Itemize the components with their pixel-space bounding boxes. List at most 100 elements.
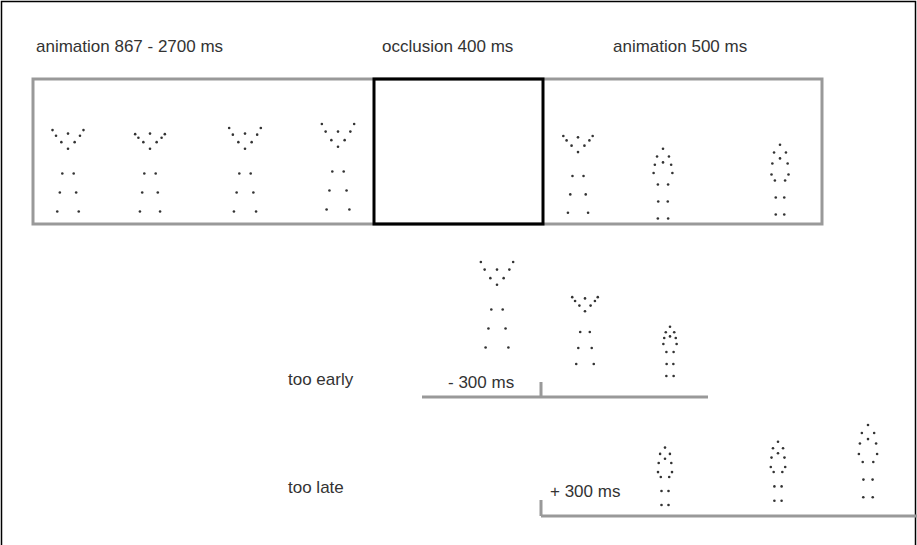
light-point: [660, 476, 663, 479]
light-point: [348, 208, 351, 211]
light-point: [657, 217, 660, 220]
light-point: [331, 170, 334, 173]
light-point: [583, 144, 586, 147]
light-point: [773, 485, 776, 488]
walker-frame: [562, 135, 594, 214]
light-point: [244, 148, 247, 151]
light-point: [664, 446, 667, 449]
light-point: [665, 375, 668, 378]
light-point: [657, 200, 660, 203]
light-point: [780, 500, 783, 503]
walker-frame: [228, 127, 262, 213]
light-point: [663, 337, 666, 340]
light-point: [562, 135, 565, 138]
light-point: [79, 134, 82, 137]
light-point: [862, 478, 865, 481]
light-point: [160, 136, 163, 139]
walker-frame: [571, 296, 599, 365]
light-point: [134, 133, 137, 136]
light-point: [657, 471, 660, 474]
light-point: [594, 300, 597, 303]
light-point: [664, 458, 667, 461]
walker-frame: [652, 148, 673, 220]
light-point: [232, 133, 235, 136]
light-point: [773, 151, 776, 154]
light-point: [255, 210, 258, 213]
light-point: [783, 456, 786, 459]
light-point: [772, 447, 775, 450]
phase-label: animation 500 ms: [613, 37, 747, 57]
light-point: [484, 346, 487, 349]
light-point: [673, 331, 676, 334]
light-point: [657, 183, 660, 186]
light-point: [783, 213, 786, 216]
light-point: [51, 129, 54, 132]
light-point: [662, 148, 665, 151]
offset-label: + 300 ms: [550, 482, 620, 502]
light-point: [779, 144, 782, 147]
light-point: [787, 173, 790, 176]
tick-early: [540, 382, 543, 397]
walker-frame: [770, 144, 790, 216]
light-point: [249, 172, 252, 175]
condition-label: too early: [288, 370, 353, 390]
light-point: [570, 144, 573, 147]
light-point: [141, 191, 144, 194]
light-point: [781, 471, 784, 474]
light-point: [675, 343, 678, 346]
light-point: [330, 139, 333, 142]
light-point: [672, 363, 675, 366]
light-point: [72, 172, 75, 175]
light-point: [783, 196, 786, 199]
light-point: [571, 296, 574, 299]
timeline-late: [541, 515, 917, 518]
light-point: [489, 277, 492, 280]
light-point: [149, 148, 152, 151]
light-point: [60, 141, 63, 144]
light-point: [496, 268, 499, 271]
light-point: [149, 132, 152, 135]
light-point: [238, 172, 241, 175]
light-point: [507, 346, 510, 349]
light-point: [774, 196, 777, 199]
light-point: [587, 212, 590, 215]
light-point: [858, 453, 861, 456]
light-point: [142, 141, 145, 144]
light-point: [867, 424, 870, 427]
light-point: [871, 496, 874, 499]
light-point: [565, 139, 568, 142]
light-point: [154, 172, 157, 175]
light-point: [873, 432, 876, 435]
light-point: [672, 351, 675, 354]
light-point: [779, 157, 782, 160]
light-point: [490, 308, 493, 311]
light-point: [668, 476, 671, 479]
light-point: [59, 191, 62, 194]
light-point: [55, 134, 58, 137]
light-point: [502, 277, 505, 280]
light-point: [584, 310, 587, 313]
walker-frame: [51, 129, 85, 213]
walker-frame: [134, 132, 166, 213]
light-point: [785, 151, 788, 154]
light-point: [56, 210, 59, 213]
light-point: [656, 155, 659, 158]
light-point: [512, 261, 515, 264]
light-point: [777, 440, 780, 443]
walker-frame: [321, 123, 356, 211]
light-point: [670, 163, 673, 166]
light-point: [584, 297, 587, 300]
timeline-early: [422, 396, 708, 399]
light-point: [337, 130, 340, 133]
light-point: [670, 462, 673, 465]
light-point: [590, 347, 593, 350]
light-point: [483, 268, 486, 271]
light-point: [82, 129, 85, 132]
light-point: [577, 136, 580, 139]
walker-frame: [858, 424, 879, 499]
light-point: [660, 504, 663, 507]
light-point: [571, 175, 574, 178]
light-point: [867, 438, 870, 441]
light-point: [244, 132, 247, 135]
